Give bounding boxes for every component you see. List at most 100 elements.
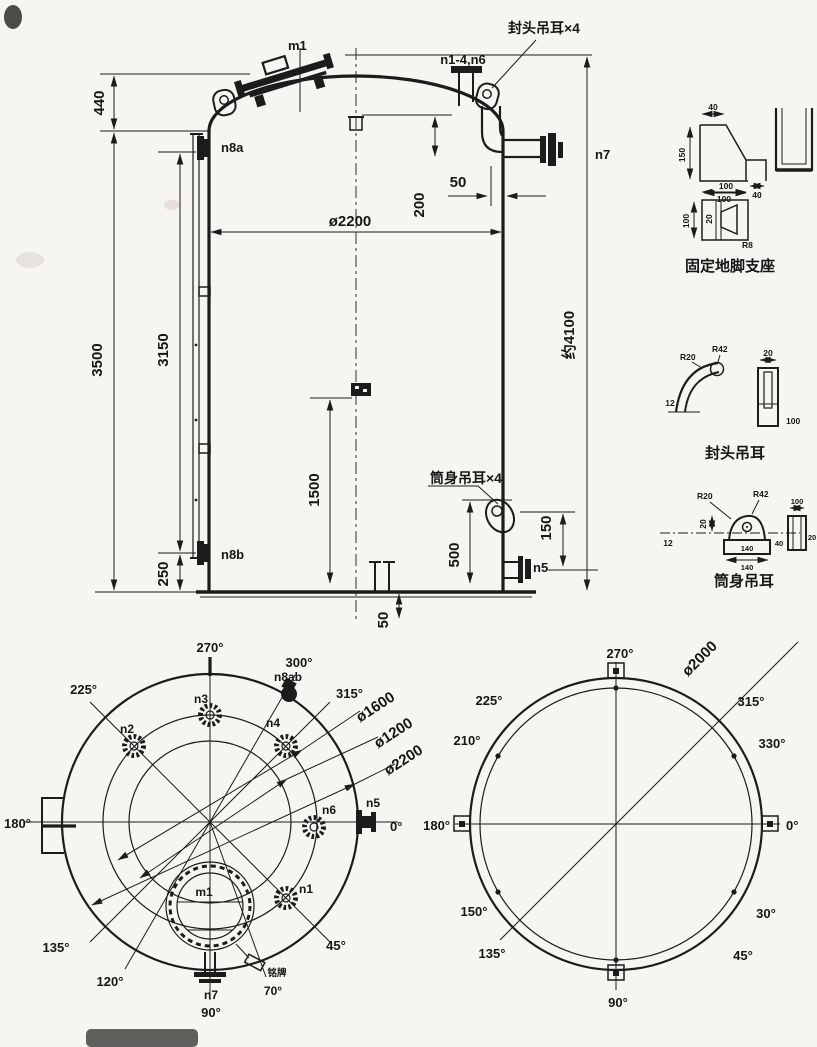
plan-view-nozzles: 270° 300° n8ab 315° 225° 180° 135° 120° … [4,640,426,1020]
planL-300: 300° [286,655,313,670]
shelllug-d140a: 140 [741,544,754,553]
nameplate-dot [355,386,359,389]
scan-smudge-2 [164,200,180,210]
planR-dot-330 [731,753,737,759]
dim-200: 200 [411,192,428,217]
headlug-slot [763,371,773,409]
headlug-d12: 12 [665,398,675,408]
shelllug-base [723,539,771,555]
gauge-dot [194,418,198,422]
planL-135: 135° [43,940,70,955]
planR-45: 45° [733,948,753,963]
plan-nameplate-leader [235,943,250,959]
level-gauge-caps [190,133,203,559]
n5-label: n5 [533,560,548,575]
planR-0: 0° [786,818,798,833]
dim-440: 440 [91,90,108,115]
planL-315: 315° [336,686,363,701]
n8a-label: n8a [221,140,244,155]
n5-stem [503,561,518,579]
shelllug-side-outline [787,515,807,551]
detail-head-lug: R20 R42 12 20 100 封头吊耳 [665,344,800,462]
plan-nozzle-n2 [122,734,146,758]
shell-lug-hole [491,505,503,517]
planR-dia2000: ø2000 [679,638,721,680]
planL-n6: n6 [322,803,336,817]
headlug-r42-leader [717,354,721,363]
dim-150: 150 [538,515,555,540]
dim-500: 500 [446,542,463,567]
planL-nameplate-label: 铭牌 [267,967,287,979]
headlug-hole [709,361,725,377]
planR-315: 315° [738,694,765,709]
shelllug-r20-leader [709,501,732,520]
planL-n2: n2 [120,722,134,736]
foot-plan-outline [701,199,749,241]
plan-n8ab-stem [281,677,297,693]
shelllug-r20: R20 [697,491,713,501]
planR-150: 150° [461,904,488,919]
top-nozzles-label: n1-4,n6 [440,52,486,67]
plan-nozzle-n4 [274,734,298,758]
top-nozzle-flange [451,66,482,73]
head-lug-left-hole [219,95,229,105]
shelllug-title: 筒身吊耳 [714,572,774,590]
dim-3500: 3500 [89,343,106,376]
top-nozzle-stem [458,73,474,106]
n7-label: n7 [595,147,610,162]
shelllug-d100: 100 [791,497,804,506]
planR-210: 210° [454,733,481,748]
foot-dim-20: 20 [704,214,714,224]
foot-plan-boss [720,203,738,236]
foot-dim-100b: 100 [719,181,733,191]
planL-dia2200: ø2200 [381,742,426,779]
n8b-label: n8b [221,547,244,562]
planR-dot-30 [731,889,737,895]
planR-dot-150 [495,889,501,895]
dim-1500: 1500 [306,473,323,506]
scan-smudge-1 [16,252,44,268]
dim-4100: 约4100 [560,311,578,359]
planL-0: 0° [390,819,402,834]
shell-lug-callout: 筒身吊耳×4 [430,470,502,486]
dim-50a: 50 [450,174,467,191]
planR-30: 30° [756,906,776,921]
nameplate-dot [363,389,367,392]
foot-channel-outline [774,108,814,172]
tank-dome [207,74,505,132]
plan-manhole-m1 [165,861,255,951]
headlug-outer-curve [674,361,719,413]
shelllug-dome [728,514,766,541]
head-lug-left [212,88,237,117]
planR-lug-bottom [607,964,625,981]
foot-dim-r8: R8 [742,240,753,250]
planL-90: 90° [201,1005,221,1020]
planL-n1: n1 [299,882,313,896]
n8a-neck [204,139,210,157]
gauge-dot [194,343,198,347]
foot-title: 固定地脚支座 [685,257,775,275]
shelllug-r42-leader [751,499,760,515]
n7-pipe-inner [498,106,504,138]
planR-270: 270° [607,646,634,661]
shelllug-d140b: 140 [741,563,754,572]
planL-270: 270° [197,640,224,655]
manhole-m1 [233,52,334,108]
planR-90: 90° [608,995,628,1010]
n5-flange2 [525,559,531,579]
headlug-r20: R20 [680,352,696,362]
planR-dot-210 [495,753,501,759]
foot-dim-40a: 40 [708,102,718,112]
n8a-flange [197,136,204,160]
extension-lines [95,54,598,593]
planL-225: 225° [70,682,97,697]
shelllug-d40: 40 [775,539,783,548]
gauge-bracket-1 [198,286,211,297]
dim-3150: 3150 [155,333,172,366]
scan-mark-topleft [4,5,22,29]
plan-nozzle-n5 [356,810,376,834]
elevation-view: m1 n1-4,n6 封头吊耳×4 筒身吊耳×4 n7 n8a n8b n5 4… [89,20,610,628]
scan-mark-bottomleft [86,1029,198,1047]
